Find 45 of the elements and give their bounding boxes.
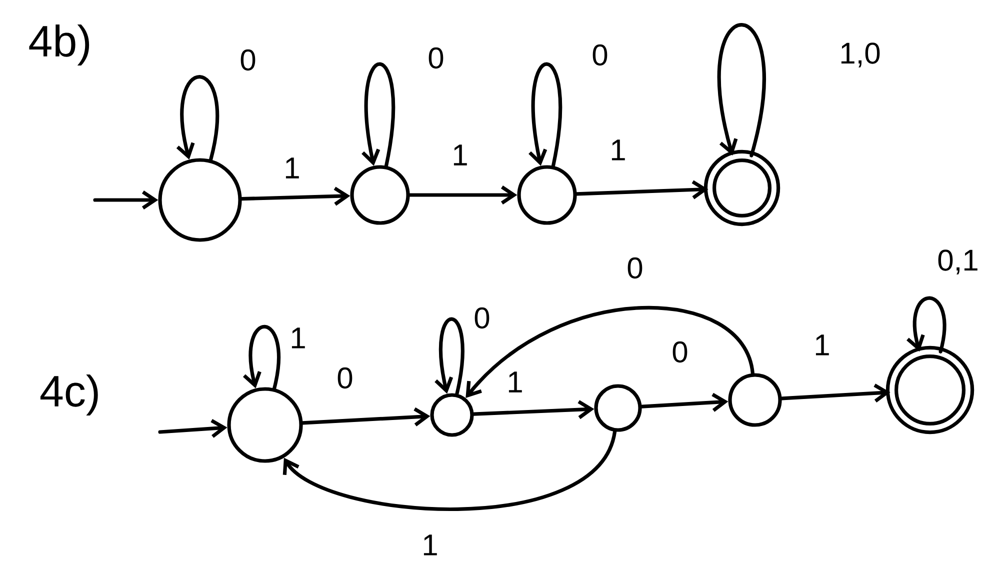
state-circle (886, 346, 974, 434)
transition-arrow (472, 400, 594, 420)
state-circle (594, 384, 642, 432)
edge-label: 0 (628, 257, 642, 279)
part-label: 4c) (40, 374, 98, 416)
transition-arrow (575, 180, 708, 200)
edge-label: 1,0 (841, 42, 880, 68)
self-loop-arrow (717, 22, 766, 158)
self-loop-arrow (434, 317, 464, 396)
part-label: 4b) (29, 24, 90, 66)
self-loop-arrow (528, 62, 562, 168)
state-circle (517, 165, 577, 225)
state-circle (728, 373, 782, 427)
state-circle (350, 165, 410, 225)
transition-arrow (640, 392, 728, 412)
edge-label: 1 (286, 158, 299, 178)
edge-label: 0 (672, 341, 688, 363)
edge-label: 0 (592, 44, 608, 66)
transition-arrow (466, 306, 754, 398)
transition-arrow (300, 407, 430, 426)
state-circle (704, 150, 780, 226)
transition-arrow (282, 430, 617, 511)
edge-label: 1 (454, 144, 467, 166)
edge-label: 1 (612, 140, 625, 160)
start-arrow (158, 418, 228, 438)
edge-label: 0 (474, 307, 490, 329)
start-arrow (93, 190, 158, 210)
state-circle (227, 387, 303, 463)
edge-label: 1 (508, 372, 522, 392)
state-circle (158, 158, 242, 242)
edge-label: 0 (428, 47, 444, 69)
transition-arrow (780, 384, 890, 403)
self-loop-arrow (362, 62, 396, 168)
edge-label: 1 (424, 534, 437, 556)
self-loop-arrow (242, 324, 280, 390)
edge-label: 0,1 (938, 250, 978, 274)
state-circle (430, 393, 474, 437)
transition-arrow (240, 186, 350, 206)
edge-label: 1 (816, 334, 829, 356)
edge-label: 0 (240, 49, 256, 71)
edge-label: 0 (338, 367, 352, 389)
self-loop-arrow (906, 296, 946, 354)
transition-arrow (408, 186, 518, 204)
edge-label: 1 (292, 328, 305, 348)
self-loop-arrow (176, 74, 220, 162)
